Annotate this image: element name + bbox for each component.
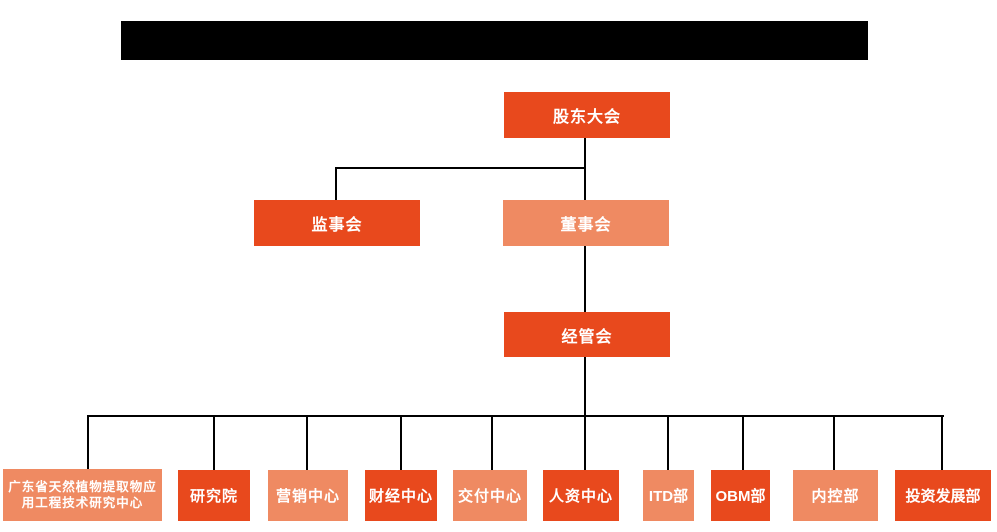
connector-drop-research-center <box>87 415 89 470</box>
connector-drop-delivery-center <box>491 415 493 470</box>
node-investment-development-dept: 投资发展部 <box>895 470 991 521</box>
node-research-institute: 研究院 <box>178 470 250 521</box>
connector-supervisory-drop <box>335 167 337 200</box>
connector-drop-obm-dept <box>742 415 744 470</box>
connector-drop-finance-center <box>400 415 402 470</box>
connector-level2-branch <box>335 167 586 169</box>
node-itd-dept: ITD部 <box>643 470 694 521</box>
node-internal-control-dept: 内控部 <box>793 470 878 521</box>
node-shareholders-meeting: 股东大会 <box>504 92 670 138</box>
connector-drop-investment-dev-dept <box>941 415 943 470</box>
connector-management-down <box>584 357 586 417</box>
node-supervisory-board: 监事会 <box>254 200 420 246</box>
connector-drop-itd-dept <box>667 415 669 470</box>
connector-shareholders-down <box>584 138 586 200</box>
node-finance-center: 财经中心 <box>365 470 437 521</box>
node-hr-center: 人资中心 <box>543 470 619 521</box>
connector-level4-trunk <box>87 415 944 417</box>
node-board-of-directors: 董事会 <box>503 200 669 246</box>
node-obm-dept: OBM部 <box>711 470 770 521</box>
node-management-committee: 经管会 <box>504 312 670 357</box>
connector-drop-internal-control-dept <box>833 415 835 470</box>
connector-directors-down <box>584 246 586 313</box>
node-guangdong-plant-extract-research-center: 广东省天然植物提取物应用工程技术研究中心 <box>3 469 162 521</box>
node-delivery-center: 交付中心 <box>453 470 527 521</box>
connector-drop-research-institute <box>213 415 215 470</box>
node-marketing-center: 营销中心 <box>268 470 348 521</box>
connector-drop-marketing-center <box>306 415 308 470</box>
redacted-title-bar <box>121 21 868 60</box>
connector-drop-hr-center <box>584 415 586 470</box>
